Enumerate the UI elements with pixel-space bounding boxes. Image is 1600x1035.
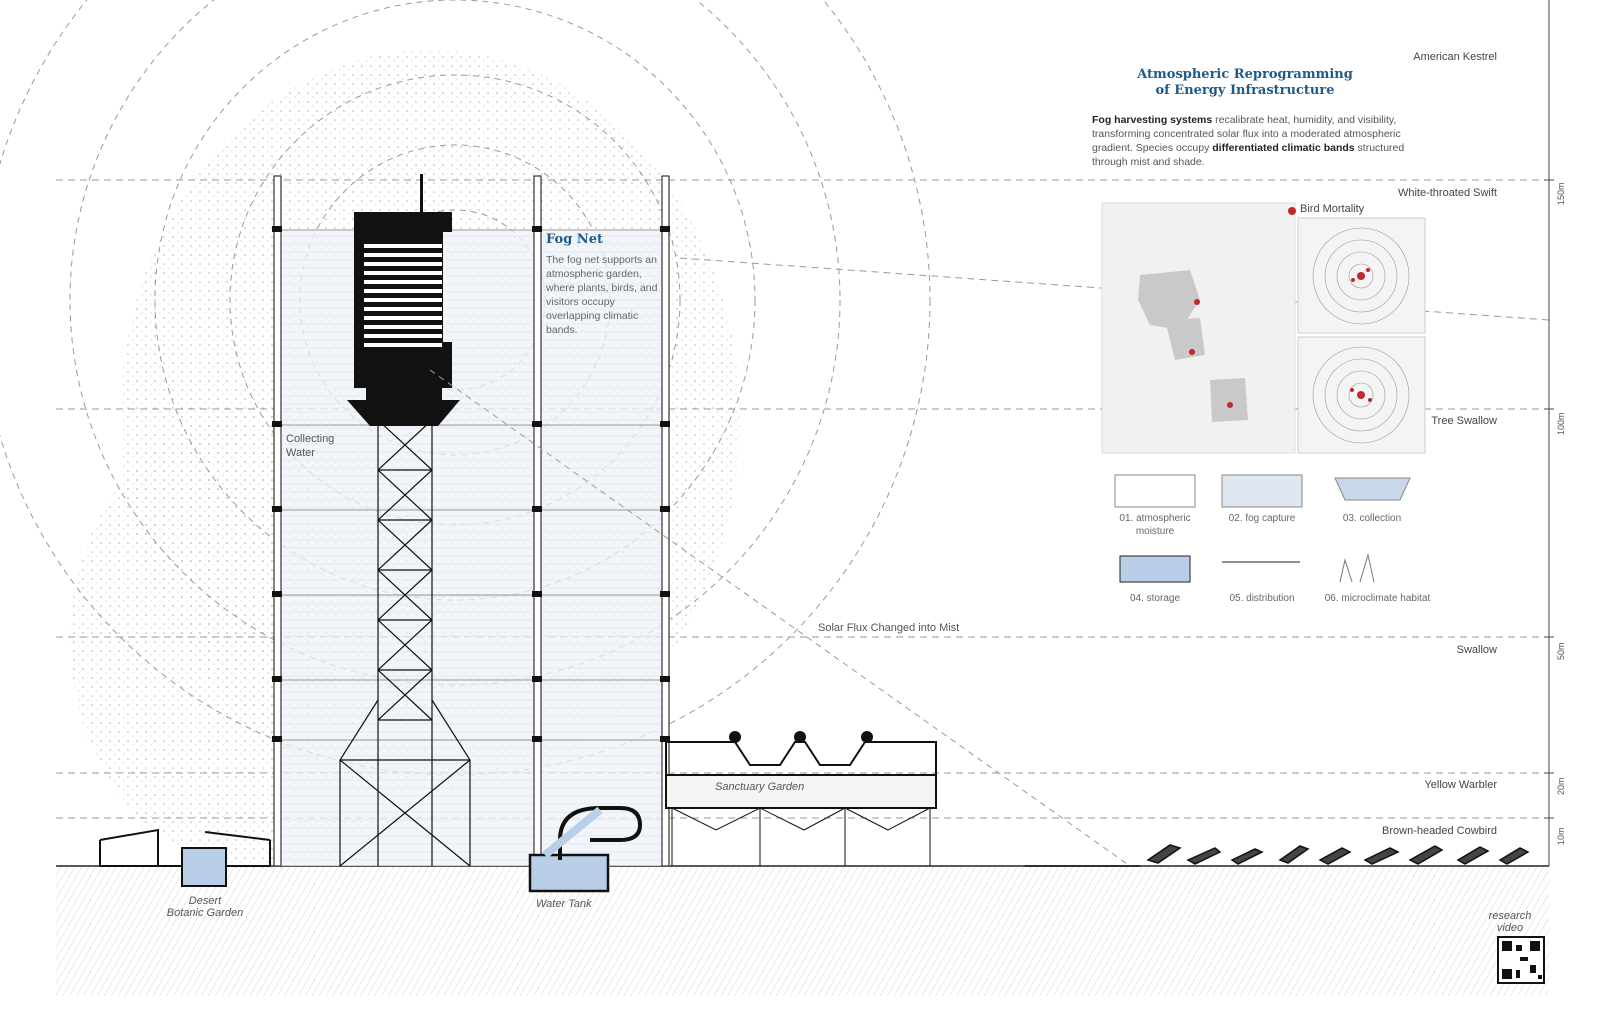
title-line-2: of Energy Infrastructure: [1155, 83, 1335, 98]
sanctuary-garden-label: Sanctuary Garden: [715, 781, 805, 793]
research-video-line-2: video: [1496, 922, 1524, 934]
process-step-6: 06. microclimate habitat: [1324, 593, 1431, 604]
process-icons: [1114, 474, 1411, 583]
band-label-yellow-warbler: Yellow Warbler: [1424, 779, 1497, 791]
scale-mark-150m: 150m: [1556, 182, 1566, 205]
fog-net-title: Fog Net: [546, 232, 603, 247]
solar-field: [1025, 844, 1530, 867]
desert-garden: [99, 828, 271, 887]
water-tank-label: Water Tank: [536, 898, 592, 910]
scale-bar: [1544, 0, 1554, 866]
water-tank: [528, 806, 643, 893]
page-title: Atmospheric Reprogramming of Energy Infr…: [1110, 67, 1380, 99]
title-line-1: Atmospheric Reprogramming: [1137, 67, 1353, 82]
band-label-white-throated-swift: White-throated Swift: [1397, 187, 1497, 199]
tower: [339, 174, 471, 867]
intro-paragraph: Fog harvesting systems recalibrate heat,…: [1092, 113, 1412, 169]
band-label-american-kestrel: American Kestrel: [1413, 51, 1497, 63]
mortality-map: [1101, 202, 1426, 454]
scale-mark-100m: 100m: [1556, 412, 1566, 435]
process-step-3: 03. collection: [1342, 513, 1402, 524]
scale-mark-20m: 20m: [1556, 777, 1566, 795]
research-video-line-1: research: [1488, 910, 1532, 922]
intro-bold-2: differentiated climatic bands: [1212, 142, 1355, 154]
intro-text-2: structured through mist and shade.: [1092, 142, 1405, 168]
qr-code-icon: [1497, 936, 1545, 984]
desert-garden-label: Desert Botanic Garden: [160, 895, 250, 919]
sanctuary-garden: [665, 731, 937, 866]
band-label-brown-headed-cowbird: Brown-headed Cowbird: [1382, 825, 1497, 837]
ground-hatch: [56, 866, 1549, 996]
intro-text-1: recalibrate heat, humidity, and visibili…: [1092, 114, 1401, 154]
process-step-5: 05. distribution: [1229, 593, 1295, 604]
solar-flux-label: Solar Flux Changed into Mist: [818, 622, 960, 634]
process-step-1: 01. atmospheric moisture: [1119, 513, 1191, 537]
fog-net-description: The fog net supports an atmospheric gard…: [546, 254, 658, 336]
desert-garden-line-2: Botanic Garden: [166, 907, 244, 919]
bird-mortality-legend: Bird Mortality: [1300, 203, 1365, 215]
desert-garden-line-1: Desert: [188, 895, 222, 907]
research-video-label: research video: [1480, 910, 1540, 934]
collecting-water-label: Collecting Water: [286, 433, 335, 459]
process-step-2: 02. fog capture: [1228, 513, 1296, 524]
process-step-4: 04. storage: [1129, 593, 1181, 604]
band-label-tree-swallow: Tree Swallow: [1431, 415, 1497, 427]
scale-mark-10m: 10m: [1556, 827, 1566, 845]
band-label-swallow: Swallow: [1456, 644, 1497, 656]
scale-mark-50m: 50m: [1556, 642, 1566, 660]
intro-bold-1: Fog harvesting systems: [1092, 114, 1213, 126]
